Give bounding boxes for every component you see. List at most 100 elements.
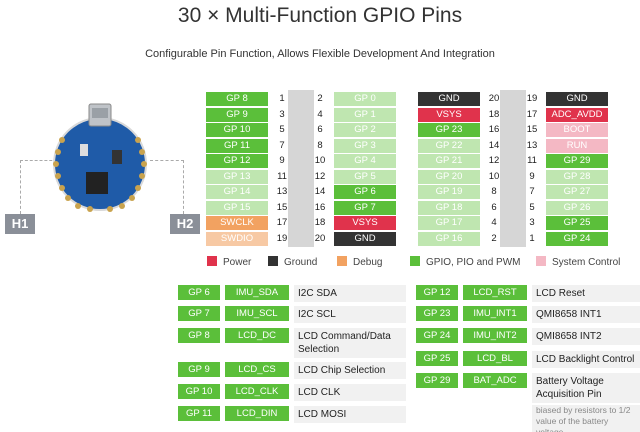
function-gpio: GP 6 [178, 285, 220, 300]
function-signal: LCD_BL [463, 351, 527, 366]
function-gpio: GP 25 [416, 351, 458, 366]
h1-pin-number: 8 [491, 186, 497, 197]
h1-pin-number: 17 [526, 108, 538, 120]
h2-pin-right-label: GP 5 [334, 169, 396, 184]
function-description: LCD Backlight Control [532, 351, 640, 368]
h2-pin-right-label: GP 4 [334, 154, 396, 168]
h1-pin-right-label: GP 24 [546, 231, 608, 246]
h2-pin-number: 17 [276, 217, 288, 228]
h1-pin-number: 13 [526, 139, 538, 151]
function-signal: IMU_INT2 [463, 328, 527, 343]
h2-pin-number: 5 [279, 124, 285, 135]
h2-pin-number: 8 [317, 139, 323, 151]
legend-item: Debug [337, 256, 382, 270]
h1-pin-number: 1 [529, 232, 535, 244]
h1-pin-right-label: RUN [546, 138, 608, 153]
round-board-image [53, 103, 147, 212]
h1-pin-left-label: GP 20 [418, 169, 480, 184]
function-gpio: GP 23 [416, 306, 458, 321]
function-description: LCD Command/Data Selection [294, 328, 406, 358]
function-description: Battery Voltage Acquisition Pin [532, 373, 640, 403]
legend-label: GPIO, PIO and PWM [426, 257, 521, 268]
h1-pin-right-label: GP 25 [546, 216, 608, 230]
h2-pin-right-label: GP 3 [334, 138, 396, 153]
h2-pin-right-label: GP 1 [334, 107, 396, 122]
legend-item: GPIO, PIO and PWM [410, 256, 520, 270]
function-description: LCD Reset [532, 285, 640, 302]
h2-pin-number: 4 [317, 108, 323, 120]
h1-pin-number: 7 [529, 186, 535, 197]
h2-pin-number: 15 [276, 201, 288, 213]
h1-pin-right-label: BOOT [546, 123, 608, 137]
legend-label: Ground [284, 257, 318, 268]
h1-pin-left-label: GP 21 [418, 154, 480, 168]
h2-pin-number: 1 [279, 93, 285, 104]
function-signal: LCD_CS [225, 362, 289, 377]
h2-pin-right-label: VSYS [334, 216, 396, 230]
h2-pin-left-label: GP 8 [206, 92, 268, 106]
h1-pin-right-label: GND [546, 92, 608, 106]
legend-item: Power [207, 256, 251, 270]
function-gpio: GP 24 [416, 328, 458, 343]
function-description: QMI8658 INT2 [532, 328, 640, 345]
h2-pin-number: 14 [314, 186, 326, 197]
function-description: LCD MOSI [294, 406, 406, 423]
h1-connector [500, 90, 526, 247]
h2-pin-left-label: GP 10 [206, 123, 268, 137]
h1-pin-left-label: VSYS [418, 107, 480, 122]
h1-pin-number: 9 [529, 170, 535, 182]
h1-pin-number: 14 [488, 139, 500, 151]
h2-pin-right-label: GND [334, 231, 396, 246]
h2-pin-number: 10 [314, 155, 326, 166]
h2-connector [288, 90, 314, 247]
function-signal: LCD_RST [463, 285, 527, 300]
legend-label: Power [223, 257, 252, 268]
h2-pin-left-label: SWDIO [206, 231, 268, 246]
h1-pin-right-label: ADC_AVDD [546, 107, 608, 122]
legend-label: System Control [552, 257, 621, 268]
h2-pin-left-label: GP 14 [206, 185, 268, 199]
function-signal: IMU_SDA [225, 285, 289, 300]
h1-bracket [20, 160, 62, 214]
board-illustration: H1 H2 [0, 80, 200, 240]
h1-label: H1 [5, 214, 35, 234]
h2-pin-right-label: GP 0 [334, 92, 396, 106]
h1-pin-right-label: GP 29 [546, 154, 608, 168]
h2-pin-number: 12 [314, 170, 326, 182]
function-signal: IMU_SCL [225, 306, 289, 321]
h2-pin-number: 9 [279, 155, 285, 166]
h2-pin-number: 6 [317, 124, 323, 135]
h1-pin-left-label: GP 17 [418, 216, 480, 230]
function-description: LCD Chip Selection [294, 362, 406, 379]
function-gpio: GP 12 [416, 285, 458, 300]
function-description: QMI8658 INT1 [532, 306, 640, 323]
page-subtitle: Configurable Pin Function, Allows Flexib… [145, 48, 495, 60]
h2-pin-number: 11 [277, 170, 287, 182]
h1-pin-number: 15 [526, 124, 538, 135]
legend-swatch [207, 256, 217, 266]
h1-pin-left-label: GP 18 [418, 200, 480, 215]
legend-label: Debug [353, 257, 383, 268]
h1-pin-left-label: GP 19 [418, 185, 480, 199]
h1-pin-left-label: GP 16 [418, 231, 480, 246]
h2-label: H2 [170, 214, 200, 234]
h2-pin-number: 20 [314, 232, 326, 244]
h2-pin-number: 7 [279, 139, 285, 151]
h2-pin-number: 18 [314, 217, 326, 228]
h1-pin-number: 12 [488, 155, 500, 166]
h1-pin-left-label: GP 23 [418, 123, 480, 137]
h1-pin-number: 4 [491, 217, 497, 228]
h2-pin-right-label: GP 6 [334, 185, 396, 199]
